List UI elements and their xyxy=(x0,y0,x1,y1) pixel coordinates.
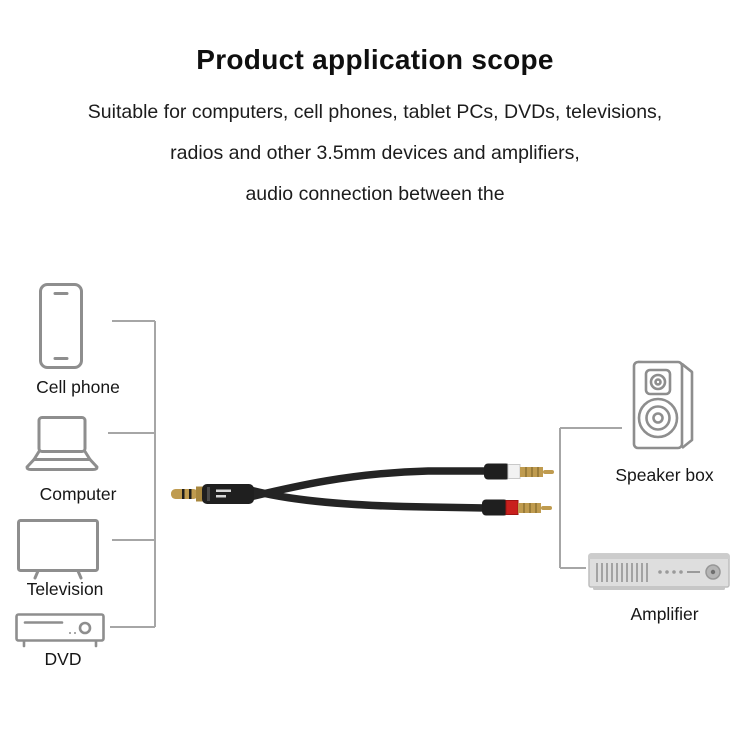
rca-plug-white xyxy=(484,463,554,480)
device-label-speaker-box: Speaker box xyxy=(615,465,714,485)
left-device-dvd xyxy=(14,608,106,648)
page-title: Product application scope xyxy=(196,44,554,75)
jack-3-5mm-plug xyxy=(171,484,254,504)
dvd-player-icon xyxy=(14,608,106,648)
description-line-2: radios and other 3.5mm devices and ampli… xyxy=(170,142,580,164)
cable-wire-to-white-rca xyxy=(246,467,490,501)
device-label-amplifier: Amplifier xyxy=(630,604,699,624)
device-label-dvd: DVD xyxy=(44,649,82,669)
speaker-box-icon xyxy=(628,356,698,454)
device-label-computer: Computer xyxy=(39,484,117,504)
description-line-1: Suitable for computers, cell phones, tab… xyxy=(87,101,663,123)
television-icon xyxy=(16,518,100,580)
laptop-icon xyxy=(22,415,102,473)
description: Suitable for computers, cell phones, tab… xyxy=(0,92,750,215)
amplifier-icon xyxy=(588,548,730,590)
left-device-television xyxy=(16,518,100,580)
rca-plug-red xyxy=(482,499,552,516)
right-device-speaker-box xyxy=(628,356,698,454)
device-label-television: Television xyxy=(26,579,104,599)
description-line-3: audio connection between the xyxy=(245,183,505,205)
cell-phone-icon xyxy=(38,282,84,370)
left-device-cell-phone xyxy=(38,282,84,370)
device-label-cell-phone: Cell phone xyxy=(36,377,120,397)
right-device-amplifier xyxy=(588,548,730,594)
left-device-computer xyxy=(22,415,102,473)
